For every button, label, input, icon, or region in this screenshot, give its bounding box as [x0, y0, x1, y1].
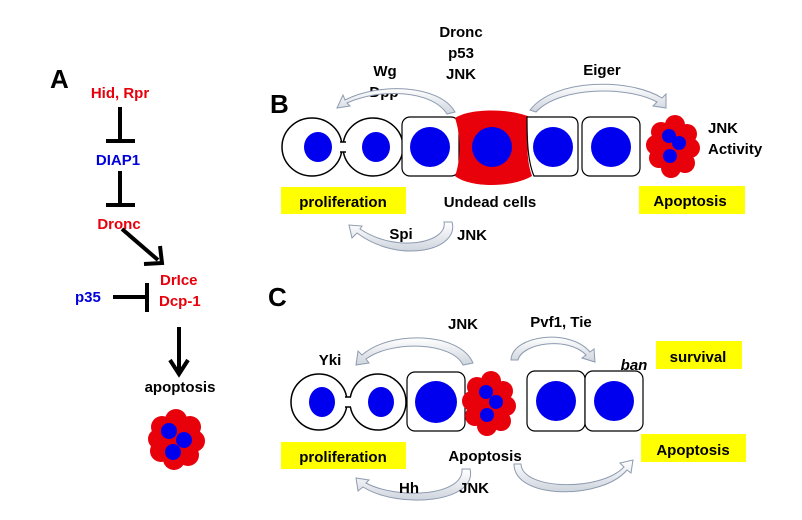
node-hid-rpr: Hid, Rpr — [91, 85, 149, 102]
label-jnk-activity-1: JNK — [708, 120, 738, 137]
panel-b: B Dronc p53 JNK Wg Dpp Eiger — [270, 24, 763, 252]
node-drice: DrIce — [160, 272, 198, 289]
cell — [581, 116, 641, 177]
node-dcp1: Dcp-1 — [159, 293, 201, 310]
highlight-proliferation — [281, 187, 406, 214]
label-jnk-bottom: JNK — [459, 480, 489, 497]
node-p35: p35 — [75, 289, 101, 306]
curved-arrow-pvf1-tie — [510, 336, 596, 363]
label-apoptosis: Apoptosis — [653, 193, 726, 210]
panel-c-label: C — [268, 282, 287, 312]
panel-a-label: A — [50, 64, 69, 94]
dividing-cell — [290, 373, 407, 431]
label-survival: survival — [670, 349, 727, 366]
cell-row-c — [290, 370, 644, 436]
label-apoptosis-right: Apoptosis — [656, 442, 729, 459]
cell — [406, 371, 466, 432]
panel-c: C JNK Pvf1, Tie Yki ban survival — [268, 282, 746, 501]
highlight-proliferation — [281, 442, 406, 469]
label-eiger: Eiger — [583, 62, 621, 79]
cell — [401, 116, 460, 177]
label-proliferation: proliferation — [299, 449, 387, 466]
label-apoptosis-center: Apoptosis — [448, 448, 521, 465]
label-jnk-bottom: JNK — [457, 227, 487, 244]
curved-arrow-eiger — [529, 83, 667, 113]
inhibit-arrow-diap1-dronc — [106, 171, 135, 207]
label-dronc: Dronc — [439, 24, 482, 41]
label-proliferation: proliferation — [299, 194, 387, 211]
highlight-apoptosis — [641, 434, 746, 462]
panel-a: A Hid, Rpr DIAP1 Dronc DrIce Dcp-1 p35 — [50, 64, 215, 470]
panel-b-label: B — [270, 89, 289, 119]
apoptotic-cell-icon — [148, 409, 205, 470]
activate-arrow-drice-apoptosis — [168, 327, 190, 378]
cell — [584, 370, 644, 432]
inhibit-arrow-hid-diap1 — [106, 107, 135, 143]
curved-arrow-apoptosis-right — [513, 459, 634, 493]
apoptotic-cell-icon — [462, 371, 516, 436]
curved-arrow-spi — [348, 221, 454, 252]
label-jnk-activity-2: Activity — [708, 141, 763, 158]
highlight-apoptosis — [639, 186, 745, 214]
curved-arrow-hh — [355, 468, 471, 501]
label-spi: Spi — [389, 226, 412, 243]
curved-arrow-wg-dpp — [336, 88, 456, 115]
node-diap1: DIAP1 — [96, 152, 140, 169]
cell-row-b — [281, 110, 700, 185]
label-undead-cells: Undead cells — [444, 194, 537, 211]
label-pvf1-tie: Pvf1, Tie — [530, 314, 591, 331]
label-p53: p53 — [448, 45, 474, 62]
curved-arrow-jnk-yki — [355, 337, 474, 366]
undead-cell — [455, 110, 532, 185]
dividing-cell — [281, 117, 404, 177]
apoptotic-cell-icon — [646, 115, 700, 178]
label-hh: Hh — [399, 480, 419, 497]
highlight-survival — [656, 341, 742, 369]
node-dronc: Dronc — [97, 216, 140, 233]
label-jnk-top: JNK — [448, 316, 478, 333]
label-yki: Yki — [319, 352, 342, 369]
label-ban: ban — [621, 357, 648, 374]
inhibit-arrow-p35-drice — [113, 283, 149, 312]
node-apoptosis: apoptosis — [145, 379, 216, 396]
label-wg: Wg — [373, 63, 396, 80]
activate-arrow-dronc-drice — [120, 227, 165, 266]
cell — [526, 370, 586, 432]
cell — [526, 116, 579, 177]
label-jnk-top: JNK — [446, 66, 476, 83]
